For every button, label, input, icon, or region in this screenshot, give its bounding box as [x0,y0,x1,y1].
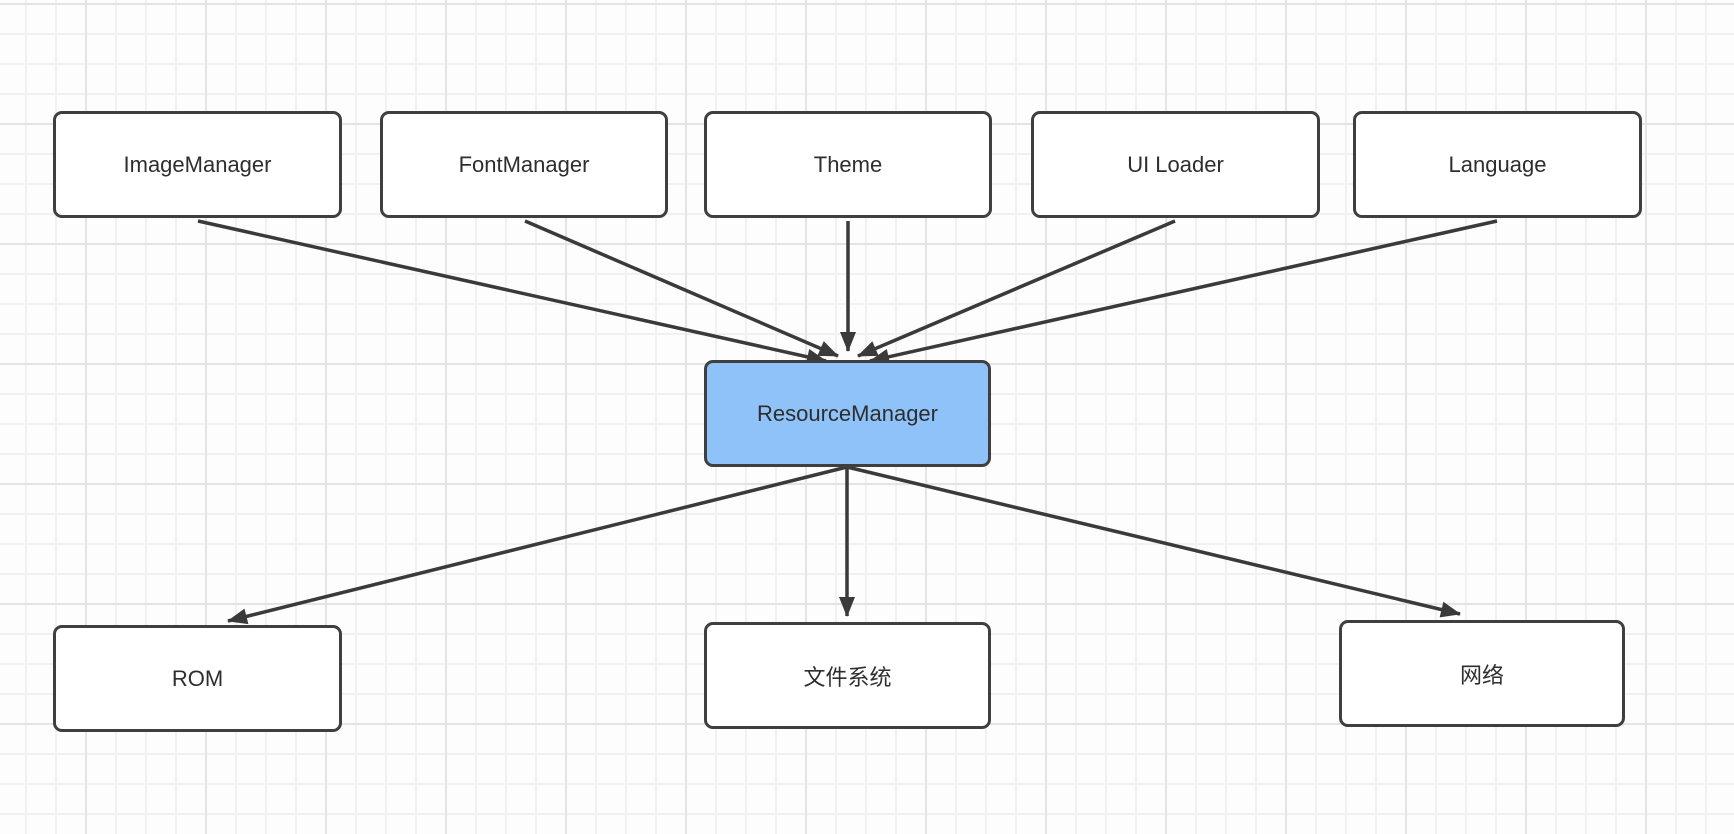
edge-uiloader-to-resourcemanager[interactable] [857,219,1176,358]
node-theme[interactable]: Theme [704,111,992,218]
edge-imagemanager-to-resourcemanager[interactable] [197,219,827,365]
node-label: FontManager [458,151,590,177]
node-label: 文件系统 [803,664,892,690]
node-ui-loader[interactable]: UI Loader [1031,111,1320,218]
edge-resourcemanager-to-network[interactable] [846,465,1461,618]
node-font-manager[interactable]: FontManager [380,111,668,218]
edge-fontmanager-to-resourcemanager[interactable] [524,219,839,358]
node-file-system[interactable]: 文件系统 [704,622,991,729]
node-label: UI Loader [1127,151,1224,177]
node-image-manager[interactable]: ImageManager [53,111,342,218]
node-label: 网络 [1459,662,1504,688]
node-label: ROM [171,665,224,691]
node-rom[interactable]: ROM [53,625,342,732]
node-label: ResourceManager [757,400,938,426]
node-label: ImageManager [123,151,272,177]
edge-language-to-resourcemanager[interactable] [869,219,1498,365]
node-resource-manager[interactable]: ResourceManager [704,360,991,467]
node-label: Language [1448,151,1547,177]
node-language[interactable]: Language [1353,111,1642,218]
node-network[interactable]: 网络 [1339,620,1625,727]
edge-resourcemanager-to-rom[interactable] [227,465,848,625]
node-label: Theme [813,151,883,177]
